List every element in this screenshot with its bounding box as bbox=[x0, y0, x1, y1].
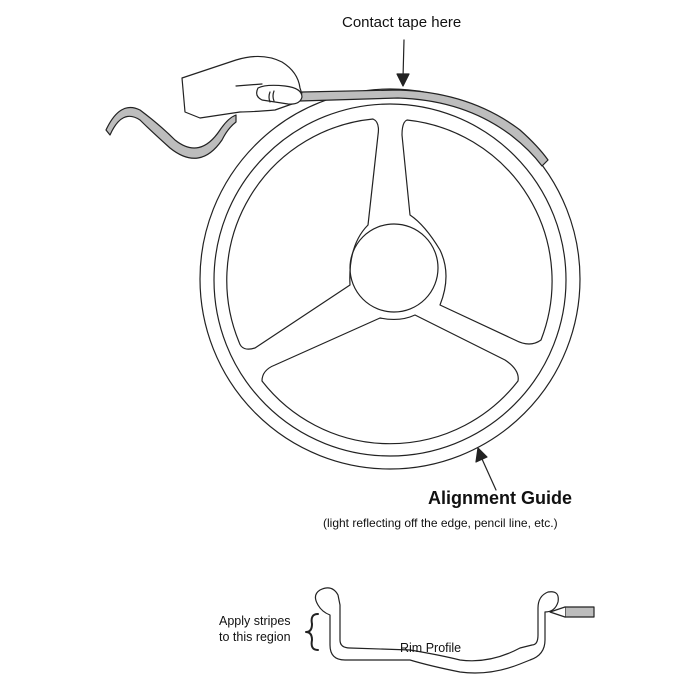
tape bbox=[105, 89, 549, 167]
alignment-guide-title: Alignment Guide bbox=[428, 488, 572, 508]
apply-stripes-line2: to this region bbox=[219, 630, 291, 644]
wheel bbox=[199, 88, 581, 470]
tape-on-rim bbox=[299, 89, 549, 167]
hand-icon bbox=[181, 55, 303, 119]
spoke-opening-bottom bbox=[261, 314, 519, 445]
contact-tape-label: Contact tape here bbox=[342, 14, 462, 31]
tape-loose-end bbox=[105, 106, 237, 159]
rim-profile bbox=[305, 587, 595, 674]
wheel-outer-edge bbox=[199, 88, 581, 470]
apply-stripes-line1: Apply stripes bbox=[219, 614, 291, 628]
rim-profile-outline bbox=[314, 587, 559, 674]
alignment-guide-subtitle: (light reflecting off the edge, pencil l… bbox=[323, 516, 558, 530]
rim-profile-label: Rim Profile bbox=[400, 641, 462, 655]
brace-icon bbox=[305, 613, 319, 651]
alignment-arrow bbox=[475, 447, 497, 491]
wheel-rim-inner-edge bbox=[213, 103, 567, 457]
contact-arrow bbox=[396, 39, 410, 87]
spoke-opening-upper-right bbox=[401, 119, 553, 345]
spoke-opening-upper-left bbox=[226, 118, 380, 350]
pencil-icon bbox=[549, 606, 595, 618]
wheel-hub bbox=[349, 223, 439, 313]
apply-stripes-label: Apply stripes to this region bbox=[219, 613, 291, 645]
